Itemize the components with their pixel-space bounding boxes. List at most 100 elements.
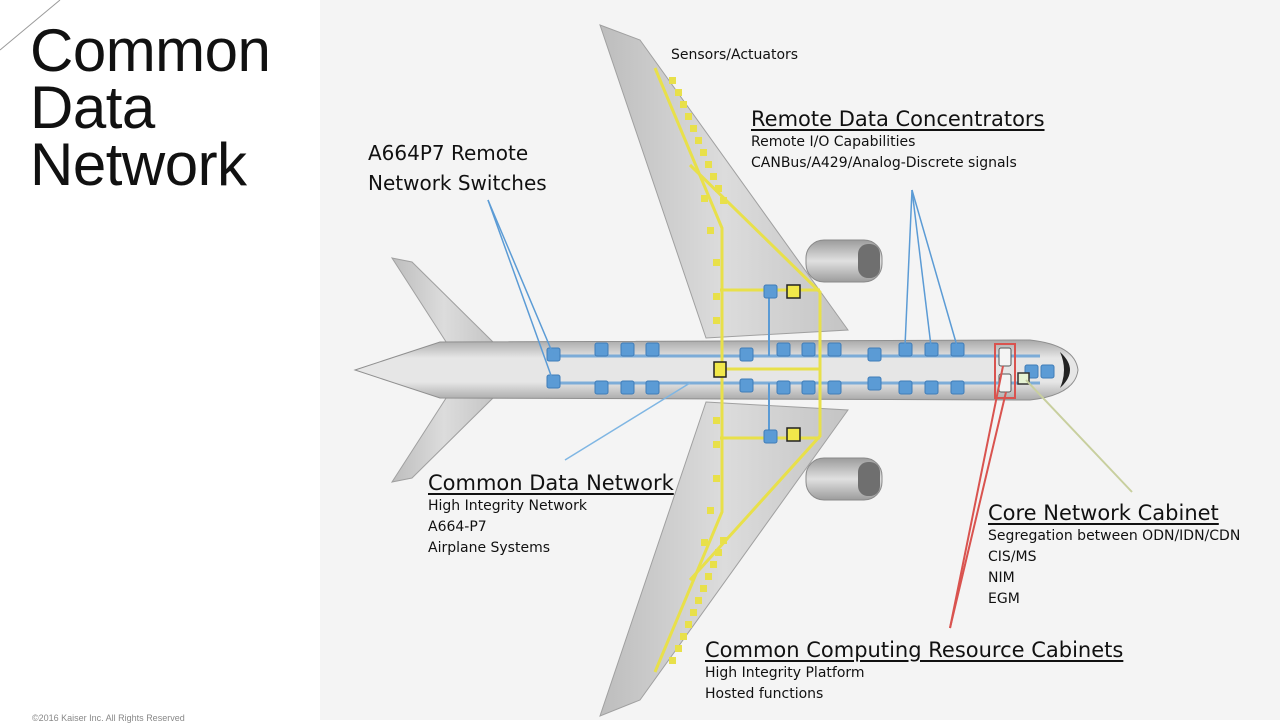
sensor-actuator-dots xyxy=(669,77,727,664)
network-node-box xyxy=(594,380,609,395)
cnc-heading: Core Network Cabinet xyxy=(988,501,1219,525)
cnc-line: Segregation between ODN/IDN/CDN xyxy=(988,528,1241,544)
network-node-box xyxy=(801,380,816,395)
sensor-dot xyxy=(680,101,687,108)
network-node-box xyxy=(867,347,882,362)
network-node-box xyxy=(776,380,791,395)
network-node-box xyxy=(776,342,791,357)
lower-wing xyxy=(599,401,849,717)
cockpit-windshield-icon xyxy=(1060,352,1070,388)
sensor-dot xyxy=(685,113,692,120)
cnc-line: NIM xyxy=(988,570,1015,586)
network-node-box xyxy=(594,342,609,357)
rns-line: Network Switches xyxy=(368,171,547,195)
rns-line: A664P7 Remote xyxy=(368,141,529,165)
sensor-dot xyxy=(705,573,712,580)
title-panel: Common Data Network ©2016 Kaiser Inc. Al… xyxy=(0,0,320,723)
slide-title: Common Data Network xyxy=(30,17,271,198)
ccr-line: Hosted functions xyxy=(705,686,824,702)
cdn-line: High Integrity Network xyxy=(428,498,587,514)
network-node-box xyxy=(950,342,965,357)
title-line: Network xyxy=(30,131,247,198)
cnc-line: EGM xyxy=(988,591,1020,607)
sensor-dot xyxy=(695,597,702,604)
sensor-dot xyxy=(700,585,707,592)
sensor-dot xyxy=(715,185,722,192)
sensor-dot xyxy=(675,89,682,96)
cdn-line: A664-P7 xyxy=(428,519,487,535)
sensor-dot xyxy=(710,173,717,180)
network-node-box xyxy=(763,284,778,299)
sensor-dot xyxy=(675,645,682,652)
ccr-label-group: Common Computing Resource Cabinets High … xyxy=(705,637,1123,705)
sensor-dot xyxy=(690,609,697,616)
sensor-dot xyxy=(713,441,720,448)
sensor-dot xyxy=(707,227,714,234)
network-node-box xyxy=(801,342,816,357)
rdc-line: CANBus/A429/Analog-Discrete signals xyxy=(751,155,1017,171)
airplane-diagram xyxy=(353,24,1133,717)
cdn-line: Airplane Systems xyxy=(428,540,551,556)
airplane-diagram-area xyxy=(320,0,1280,720)
network-node-box xyxy=(898,380,913,395)
sensor-dot xyxy=(669,77,676,84)
lower-stabilizer xyxy=(390,391,498,483)
cdn-heading: Common Data Network xyxy=(428,471,674,495)
rdc-line: Remote I/O Capabilities xyxy=(751,134,916,150)
network-node-box xyxy=(739,378,754,393)
network-node-box xyxy=(546,374,561,389)
leader-lines-rns xyxy=(487,199,554,382)
ccr-heading: Common Computing Resource Cabinets xyxy=(705,638,1124,662)
leader-line-cdn xyxy=(564,382,691,461)
network-node-box xyxy=(827,342,842,357)
rdc-label-group: Remote Data Concentrators Remote I/O Cap… xyxy=(751,106,1045,174)
sensor-dot xyxy=(707,507,714,514)
sensor-dot xyxy=(690,125,697,132)
sensors-actuators-label: Sensors/Actuators xyxy=(671,47,799,63)
network-node-box xyxy=(763,429,778,444)
sensor-dot xyxy=(669,657,676,664)
sensor-dot xyxy=(695,137,702,144)
rdc-heading: Remote Data Concentrators xyxy=(751,107,1045,131)
sensor-dot xyxy=(700,149,707,156)
network-node-box xyxy=(1040,364,1055,379)
network-node-box xyxy=(546,347,561,362)
lower-engine xyxy=(805,457,883,501)
center-rdc-box xyxy=(713,361,727,378)
ccr-cabinet-upper xyxy=(998,347,1012,367)
sensor-dot xyxy=(685,621,692,628)
network-node-box xyxy=(620,380,635,395)
leader-lines-ccr xyxy=(949,365,1007,629)
wing-rdc-box-upper xyxy=(786,284,801,299)
sensor-dot xyxy=(701,539,708,546)
title-line: Common xyxy=(30,17,271,84)
network-node-box xyxy=(924,342,939,357)
network-node-box xyxy=(620,342,635,357)
cdn-label-group: Common Data Network High Integrity Netwo… xyxy=(428,470,674,559)
sensor-dot xyxy=(720,197,727,204)
network-node-box xyxy=(739,347,754,362)
sensor-dot xyxy=(710,561,717,568)
title-line: Data xyxy=(30,74,155,141)
sensor-dot xyxy=(720,537,727,544)
upper-stabilizer xyxy=(390,257,498,349)
network-nodes xyxy=(546,284,1055,444)
sensor-dot xyxy=(713,317,720,324)
remote-network-switches-label: A664P7 Remote Network Switches xyxy=(368,138,547,198)
sensor-dot xyxy=(713,293,720,300)
sensor-dot xyxy=(701,195,708,202)
wing-rdc-box-lower xyxy=(786,427,801,442)
leader-line-cnc xyxy=(1025,379,1133,493)
corner-accent-line xyxy=(0,0,61,51)
core-network-cabinet xyxy=(1017,372,1030,385)
leader-lines-rdc xyxy=(904,189,958,347)
sensor-dot xyxy=(713,475,720,482)
upper-engine xyxy=(805,239,883,283)
sensor-dot xyxy=(713,417,720,424)
core-network-cabinet-label-group: Core Network Cabinet Segregation between… xyxy=(988,500,1240,610)
ccr-line: High Integrity Platform xyxy=(705,665,865,681)
sensor-dot xyxy=(715,549,722,556)
sensor-dot xyxy=(713,259,720,266)
sensor-dot xyxy=(680,633,687,640)
network-node-box xyxy=(867,376,882,391)
